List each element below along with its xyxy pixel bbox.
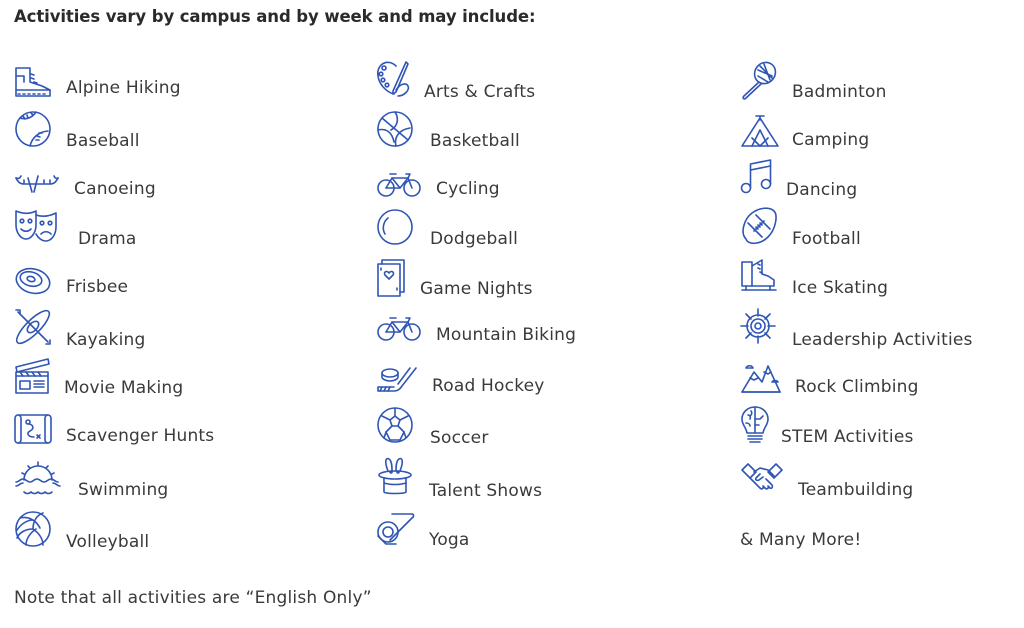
activity-label: Talent Shows: [429, 481, 543, 501]
palette-brush-icon: [376, 60, 412, 98]
ice-skate-icon: [740, 258, 778, 296]
activity-label: Baseball: [66, 131, 140, 151]
bicycle-icon: [376, 172, 422, 198]
playing-cards-icon: [376, 258, 408, 298]
activity-label: Drama: [78, 229, 137, 249]
brain-bulb-icon: [740, 405, 770, 445]
activity-label: Ice Skating: [792, 278, 889, 298]
activity-label: Arts & Crafts: [424, 82, 536, 102]
activity-label: Alpine Hiking: [66, 78, 181, 98]
mountains-icon: [740, 360, 782, 394]
canoe-icon: [14, 172, 60, 194]
bicycle-icon: [376, 316, 422, 342]
activity-label: Camping: [792, 130, 870, 150]
hiking-boot-icon: [14, 66, 52, 98]
baseball-icon: [14, 110, 52, 148]
activity-label: Soccer: [430, 428, 489, 448]
hockey-stick-puck-icon: [376, 366, 418, 394]
activity-label: Basketball: [430, 131, 520, 151]
ball-icon: [376, 208, 414, 246]
frisbee-icon: [14, 266, 52, 296]
english-only-note: Note that all activities are “English On…: [14, 588, 372, 608]
theater-masks-icon: [14, 207, 62, 247]
activity-label: Teambuilding: [798, 480, 914, 500]
sun-waves-icon: [14, 458, 62, 498]
tent-icon: [740, 114, 780, 148]
activity-label: Frisbee: [66, 277, 129, 297]
activity-label: Canoeing: [74, 179, 156, 199]
activity-label: Movie Making: [64, 378, 184, 398]
activity-label: Swimming: [78, 480, 169, 500]
magic-hat-rabbit-icon: [376, 457, 414, 497]
activity-label: Scavenger Hunts: [66, 426, 215, 446]
many-more-text: & Many More!: [740, 530, 862, 550]
activity-label: Road Hockey: [432, 376, 545, 396]
football-icon: [740, 207, 778, 245]
activity-label: Yoga: [429, 530, 470, 550]
activity-label: Kayaking: [66, 330, 146, 350]
treasure-map-icon: [14, 413, 52, 445]
activity-label: Game Nights: [420, 279, 533, 299]
activity-label: Mountain Biking: [436, 325, 577, 345]
basketball-icon: [376, 110, 414, 148]
volleyball-icon: [14, 510, 52, 548]
yoga-mat-icon: [376, 512, 416, 546]
activity-label: Dancing: [786, 180, 858, 200]
activity-label: Rock Climbing: [795, 377, 919, 397]
page-heading: Activities vary by campus and by week an…: [14, 7, 536, 26]
music-note-icon: [740, 158, 774, 196]
clapperboard-icon: [14, 357, 50, 395]
handshake-icon: [740, 460, 784, 494]
activity-label: Cycling: [436, 179, 500, 199]
racket-icon: [740, 60, 778, 100]
activity-label: Badminton: [792, 82, 887, 102]
activity-label: Football: [792, 229, 861, 249]
activity-label: Leadership Activities: [792, 330, 973, 350]
ship-wheel-icon: [740, 308, 776, 344]
activity-label: Dodgeball: [430, 229, 518, 249]
activity-label: Volleyball: [66, 532, 150, 552]
activity-label: STEM Activities: [781, 427, 914, 447]
soccer-ball-icon: [376, 406, 414, 444]
kayak-icon: [14, 308, 52, 346]
